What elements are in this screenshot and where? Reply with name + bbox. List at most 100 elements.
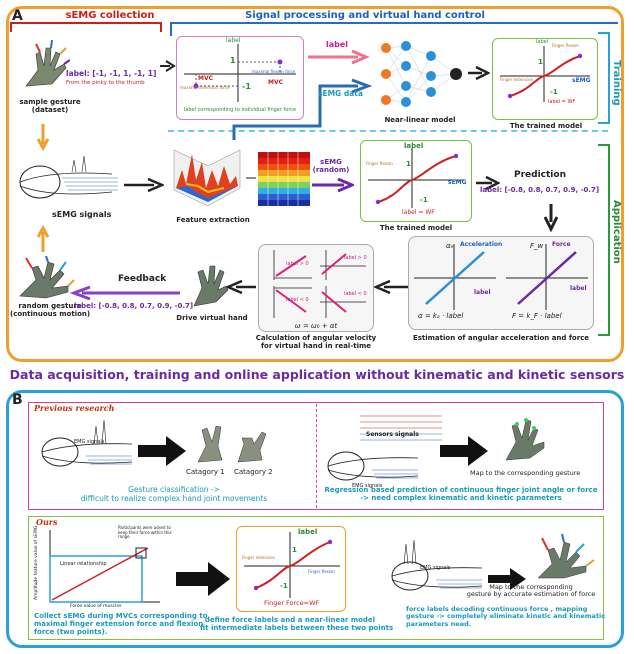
panel-a-letter: A — [12, 8, 23, 24]
ours-mid-caption: define force labels and a near-linear mo… — [200, 616, 393, 633]
semg-collection-title: sEMG collection — [65, 10, 155, 21]
category-2: Catagory 2 — [234, 468, 273, 476]
panel-b-letter: B — [12, 392, 23, 408]
label-note: From the pinky to the thumb — [66, 80, 145, 86]
signal-bar — [170, 22, 618, 24]
top-plus-one: 1 — [538, 58, 543, 66]
accel-equation: α = kₐ · label — [418, 312, 464, 320]
big-arrow-icon — [488, 568, 526, 590]
top-wf: label = WF — [548, 99, 576, 105]
mid-minus-one: -1 — [420, 196, 428, 204]
ours-right-caption: force labels decoding continuous force ,… — [406, 605, 606, 628]
fw-symbol: F_w — [530, 242, 544, 250]
feedback-title: Feedback — [118, 274, 167, 284]
feedback-arrow-icon — [70, 286, 180, 300]
accel-label: Acceleration — [460, 241, 503, 248]
prev-emg-label-2: EMG signals — [352, 483, 383, 489]
panel-b — [6, 390, 624, 648]
label-force-box — [176, 36, 304, 120]
arrow-right-icon — [476, 176, 500, 190]
vel-g3: label < 0 — [286, 297, 309, 303]
ours-mid-ext: Finger extension — [242, 555, 276, 560]
random-hand-icon — [19, 256, 75, 299]
mid-semg: sEMG — [448, 179, 467, 186]
previous-divider — [316, 404, 317, 508]
top-semg: sEMG — [572, 77, 591, 84]
sample-gesture-caption: sample gesture (dataset) — [19, 98, 81, 115]
prev-right-caption: Regression based prediction of continuou… — [324, 486, 598, 503]
panel-a — [6, 6, 624, 362]
force-axis-label: label — [570, 285, 587, 292]
application-bracket — [598, 144, 610, 336]
top-ylabel: label — [536, 39, 549, 45]
sample-hand-icon — [25, 40, 70, 87]
prev-arm-icon-2 — [327, 451, 419, 481]
down-arrow-icon — [544, 204, 558, 232]
velocity-caption: Calculation of angular velocity for virt… — [255, 334, 377, 351]
ours-mid-minus-one: -1 — [280, 582, 288, 590]
sensors-signal-icon — [360, 415, 442, 441]
training-bracket — [598, 32, 610, 124]
application-label: Application — [611, 200, 622, 264]
label-arrow-icon — [308, 50, 370, 64]
signal-processing-title: Signal processing and virtual hand contr… — [245, 10, 485, 21]
arm-emg-icon — [19, 155, 118, 199]
top-minus-one: -1 — [550, 88, 558, 96]
top-ext: Finger extension — [500, 77, 534, 82]
ours-mid-ylabel: label — [298, 528, 318, 536]
accel-caption: Estimation of angular acceleration and f… — [412, 334, 590, 342]
semg-random-arrow-icon — [312, 178, 354, 192]
neural-network-icon — [381, 41, 462, 107]
trained-model-plot-mid — [368, 148, 464, 208]
feature-extraction-caption: Feature extraction — [176, 216, 250, 224]
box1-flex: maximal flexion force — [252, 69, 296, 74]
drive-virtual-hand-caption: Drive virtual hand — [176, 314, 248, 322]
gesture-2-icon — [237, 431, 267, 463]
near-linear-caption: Near-linear model — [384, 116, 456, 124]
vel-g4: label < 0 — [344, 291, 367, 297]
box1-mvc-right: MVC — [268, 79, 284, 86]
virtual-hand-icon — [193, 265, 229, 307]
arrow-left-icon — [374, 280, 408, 294]
ours-hand-icon — [537, 533, 595, 579]
box1-ylabel: label — [226, 37, 241, 44]
force-label: Force — [552, 241, 571, 248]
ours-xlabel: Force value of muscles — [70, 604, 122, 609]
ours-left-caption: Collect sEMG during MVCs corresponding t… — [34, 612, 208, 637]
feature-surface-icon — [173, 149, 241, 207]
big-arrow-icon — [440, 436, 488, 466]
box1-plus-one: 1 — [230, 56, 236, 65]
trained-top-caption: The trained model — [509, 122, 583, 130]
semg-signals-caption: sEMG signals — [52, 210, 112, 219]
map-gesture-text: Map to the corresponding gesture — [470, 469, 581, 477]
alpha-symbol: αₑ — [446, 242, 454, 250]
prev-emg-label: EMG signals — [74, 439, 105, 445]
up-arrow-icon — [36, 224, 50, 252]
label-vector: label: [-1, -1, 1, -1, 1] — [66, 69, 157, 78]
ours-emg-label: EMG signals — [420, 565, 451, 571]
arrow-right-icon — [124, 178, 164, 192]
training-separator — [168, 130, 608, 132]
arrow-left-icon — [226, 280, 256, 294]
big-arrow-icon — [138, 436, 186, 466]
vel-g2: label > 0 — [344, 255, 367, 261]
force-equation: F = k_F · label — [512, 312, 562, 320]
semg-random-text: sEMG (random) — [312, 158, 350, 175]
figure-title: Data acquisition, training and online ap… — [9, 367, 625, 382]
training-label: Training — [611, 60, 622, 106]
vel-g1: label > 0 — [286, 261, 309, 267]
ours-mid-flex: Finger flexion — [308, 569, 335, 574]
box1-ext: maximal extension force — [180, 85, 230, 90]
semg-data-arrow-icon — [232, 78, 372, 140]
prev-arm-icon — [41, 419, 133, 467]
ours-label-plot — [244, 532, 340, 598]
acceleration-plot — [414, 244, 496, 310]
mid-wf: label = WF — [402, 209, 435, 216]
previous-research-title: Previous research — [34, 403, 115, 413]
arrow-right-icon — [468, 66, 490, 80]
velocity-equation: ω = ω₀ + αt — [294, 322, 338, 330]
gesture-1-icon — [197, 425, 223, 463]
mid-ylabel: label — [404, 142, 424, 150]
box1-minus-one: -1 — [242, 82, 251, 91]
prev-left-caption: Gesture classification -> difficult to r… — [80, 485, 268, 503]
